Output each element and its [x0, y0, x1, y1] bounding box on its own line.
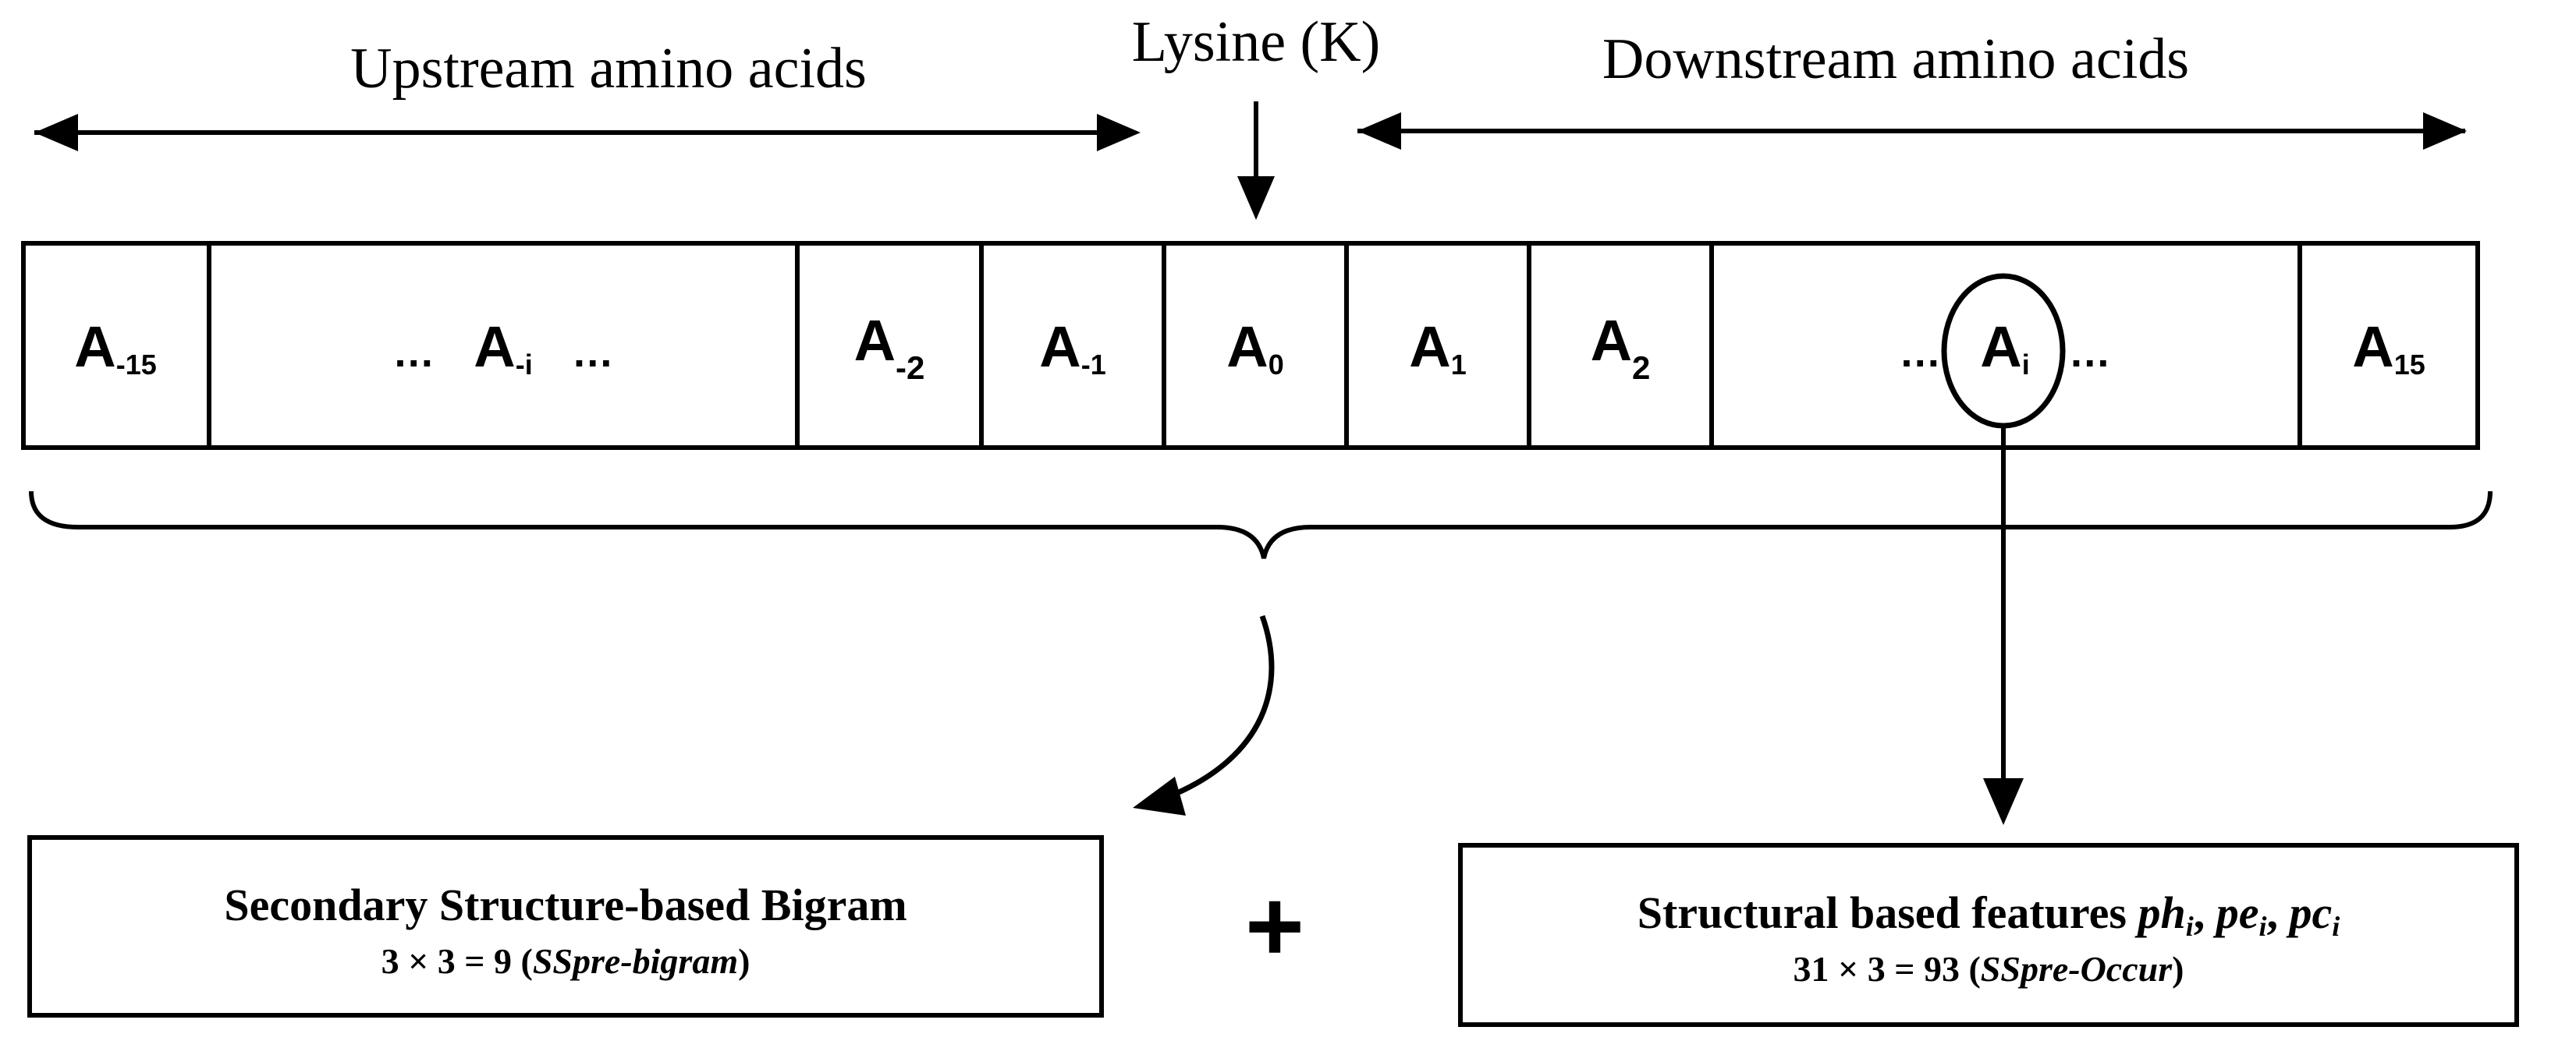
bigram-box-formula: 3 × 3 = 9 (SSpre-bigram): [381, 941, 750, 981]
cell-a-minus-15: A-15: [74, 314, 156, 381]
cell-a-2: A2: [1591, 308, 1651, 386]
down-arrow-to-structural-features: [1983, 426, 2024, 825]
lysine-label: Lysine (K): [1132, 10, 1381, 74]
amino-acid-sequence-row: A-15 …A-i… A-2 A-1 A0 A1 A2 …Ai… A15: [21, 241, 2480, 450]
structural-feature-box: Structural based features phi, pei, pci …: [1458, 843, 2519, 1027]
cell-a-i: …Ai…: [1899, 314, 2110, 381]
cell-a-15: A15: [2352, 314, 2425, 381]
sequence-outline: [21, 241, 2480, 450]
cell-a-minus-1: A-1: [1039, 314, 1105, 381]
bigram-box-title: Secondary Structure-based Bigram: [224, 880, 907, 930]
cell-a-1: A1: [1409, 314, 1466, 381]
cell-a-minus-i: …A-i…: [392, 314, 613, 381]
cell-a-0: A0: [1226, 314, 1283, 381]
structural-box-title: Structural based features phi, pei, pci: [1637, 887, 2340, 942]
upstream-double-arrow: [34, 114, 1141, 151]
curly-brace: [29, 490, 2493, 559]
curved-arrow-to-bigram: [1133, 614, 1275, 816]
plus-operator: +: [1245, 869, 1304, 983]
upstream-label: Upstream amino acids: [350, 37, 867, 101]
lysine-down-arrow: [1237, 101, 1275, 220]
bigram-feature-box: Secondary Structure-based Bigram 3 × 3 =…: [27, 835, 1104, 1018]
downstream-double-arrow: [1357, 112, 2467, 150]
downstream-label: Downstream amino acids: [1602, 27, 2189, 91]
structural-box-formula: 31 × 3 = 93 (SSpre-Occur): [1794, 949, 2184, 989]
cell-a-minus-2: A-2: [854, 308, 925, 386]
